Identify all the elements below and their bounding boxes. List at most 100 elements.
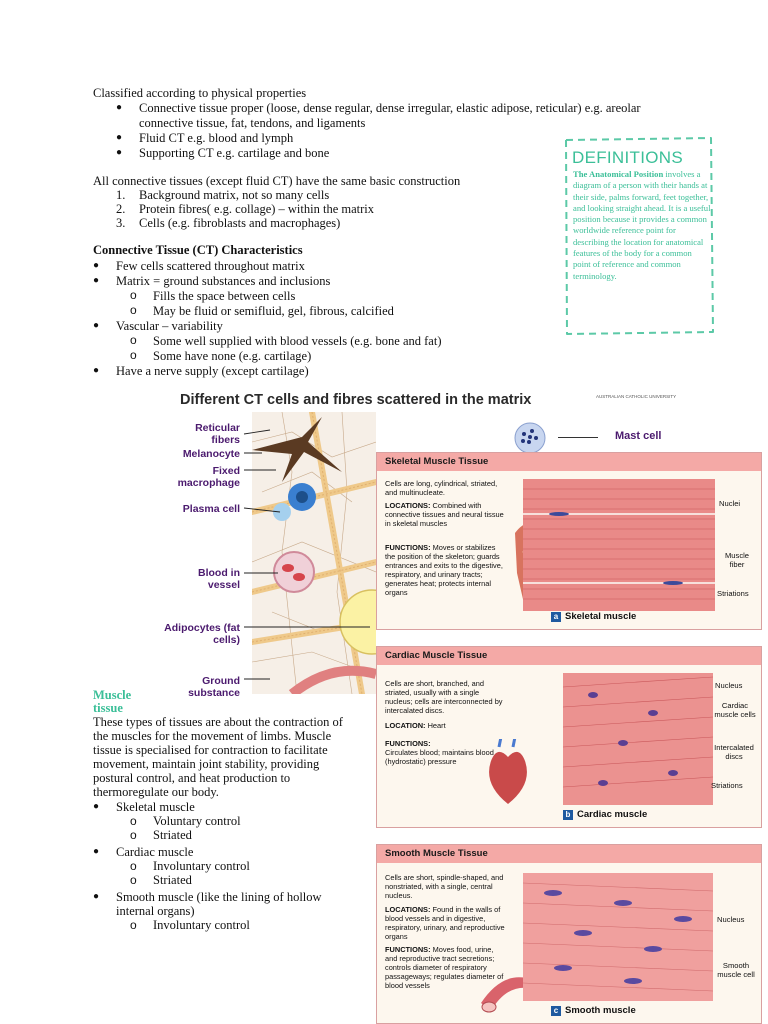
definitions-box: DEFINITIONS The Anatomical Position invo…	[563, 136, 714, 335]
smooth-panel: Smooth Muscle Tissue Cells are short, sp…	[376, 844, 762, 1024]
list-number: 1.	[116, 188, 126, 202]
bullet: ●	[93, 891, 100, 902]
bullet: ●	[93, 320, 100, 331]
muscle-type-sub: Striated	[153, 873, 192, 887]
label-intercalated-discs: Intercalated discs	[714, 743, 754, 761]
definition-text: involves a diagram of a person with thei…	[573, 169, 711, 281]
bullet-text: Supporting CT e.g. cartilage and bone	[139, 146, 330, 160]
characteristic-sub: Some have none (e.g. cartilage)	[153, 349, 312, 363]
muscle-paragraph-line: These types of tissues are about the con…	[93, 715, 343, 729]
muscle-tissue-heading-1: Muscle	[93, 688, 132, 702]
label-striations: Striations	[711, 781, 743, 790]
list-item: Cells (e.g. fibroblasts and macrophages)	[139, 216, 341, 230]
label-muscle-fiber: Muscle fiber	[724, 551, 750, 569]
skeletal-header: Skeletal Muscle Tissue	[377, 453, 761, 471]
list-number: 3.	[116, 216, 126, 230]
muscle-paragraph-line: thermoregulate our body.	[93, 785, 219, 799]
sub-bullet: o	[130, 303, 137, 317]
label-nucleus: Nucleus	[715, 681, 743, 690]
skeletal-location: LOCATIONS: Combined with connective tiss…	[385, 501, 504, 528]
mast-cell	[514, 422, 546, 454]
cardiac-functions: FUNCTIONS:Circulates blood; maintains bl…	[385, 739, 494, 766]
smooth-header: Smooth Muscle Tissue	[377, 845, 761, 863]
smooth-micrograph	[523, 873, 713, 1001]
muscle-type-sub: Involuntary control	[153, 859, 250, 873]
bullet-text: Fluid CT e.g. blood and lymph	[139, 131, 294, 145]
skeletal-functions: FUNCTIONS: Moves or stabilizes the posit…	[385, 543, 503, 597]
characteristic: Have a nerve supply (except cartilage)	[116, 364, 309, 378]
construction-intro: All connective tissues (except fluid CT)…	[93, 174, 461, 188]
muscle-type: Cardiac muscle	[116, 845, 194, 859]
label-melanocyte: Melanocyte	[182, 448, 240, 460]
label-fixed-macrophage: Fixed macrophage	[177, 465, 240, 489]
sub-bullet: o	[130, 288, 137, 302]
label-nuclei: Nuclei	[719, 499, 741, 508]
muscle-tissue-heading-2: tissue	[93, 701, 123, 715]
bullet: ●	[93, 846, 100, 857]
label-blood-in-vessel: Blood in vessel	[198, 567, 240, 591]
sub-bullet: o	[130, 828, 137, 842]
characteristic: Vascular – variability	[116, 319, 223, 333]
bullet: ●	[116, 102, 123, 113]
label-reticular-fibers: Reticular fibers	[195, 422, 240, 446]
label-mast-cell: Mast cell	[615, 430, 662, 442]
ct-illustration	[252, 412, 376, 694]
list-item: Protein fibres( e.g. collage) – within t…	[139, 202, 375, 216]
characteristic: Few cells scattered throughout matrix	[116, 259, 305, 273]
bullet: ●	[93, 801, 100, 812]
skeletal-panel: Skeletal Muscle Tissue Cells are long, c…	[376, 452, 762, 630]
muscle-type-sub: Voluntary control	[153, 814, 241, 828]
bullet: ●	[116, 147, 123, 158]
ct-characteristics-heading: Connective Tissue (CT) Characteristics	[93, 243, 303, 257]
cardiac-header: Cardiac Muscle Tissue	[377, 647, 761, 665]
mast-cell-leader	[558, 437, 598, 438]
label-ground-substance: Ground substance	[188, 675, 240, 699]
cardiac-panel: Cardiac Muscle Tissue Cells are short, b…	[376, 646, 762, 828]
muscle-paragraph-line: the muscles for the movement of limbs. M…	[93, 729, 332, 743]
characteristic-sub: Fills the space between cells	[153, 289, 296, 303]
label-nucleus: Nucleus	[717, 915, 745, 924]
characteristic-sub: May be fluid or semifluid, gel, fibrous,…	[153, 304, 394, 318]
muscle-type: Skeletal muscle	[116, 800, 195, 814]
figure-credit: AUSTRALIAN CATHOLIC UNIVERSITY	[596, 394, 677, 399]
bullet-text: connective tissue, fat, tendons, and lig…	[139, 116, 366, 130]
heart-illustration	[489, 739, 527, 804]
label-plasma-cell: Plasma cell	[182, 503, 240, 515]
vessel-illustration	[481, 977, 529, 1013]
sub-bullet: o	[130, 333, 137, 347]
bullet: ●	[93, 365, 100, 376]
characteristic: Matrix = ground substances and inclusion…	[116, 274, 331, 288]
characteristic-sub: Some well supplied with blood vessels (e…	[153, 334, 442, 348]
definitions-title: DEFINITIONS	[572, 148, 683, 167]
smooth-location: LOCATIONS: Found in the walls of blood v…	[385, 905, 505, 941]
sub-bullet: o	[130, 348, 137, 362]
sub-bullet: o	[130, 814, 137, 828]
list-item: Background matrix, not so many cells	[139, 188, 330, 202]
bullet: ●	[93, 275, 100, 286]
classification-intro: Classified according to physical propert…	[93, 86, 307, 100]
muscle-type-sub: Striated	[153, 828, 192, 842]
skeletal-micrograph	[523, 479, 715, 611]
label-cardiac-muscle-cells: Cardiac muscle cells	[714, 701, 756, 719]
cardiac-location: LOCATION: Heart	[385, 721, 446, 730]
ct-leader-lines	[243, 429, 370, 680]
list-number: 2.	[116, 202, 126, 216]
muscle-paragraph-line: movement, maintain joint stability, prov…	[93, 757, 320, 771]
label-smooth-muscle-cell: Smooth muscle cell	[717, 961, 755, 979]
skeletal-desc: Cells are long, cylindrical, striated, a…	[385, 479, 498, 497]
muscle-type: Smooth muscle (like the lining of hollow	[116, 890, 322, 904]
label-striations: Striations	[717, 589, 749, 598]
bullet: ●	[93, 260, 100, 271]
dashed-border	[565, 137, 714, 335]
label-adipocytes: Adipocytes (fat cells)	[164, 622, 240, 646]
muscle-type: internal organs)	[116, 904, 195, 918]
muscle-paragraph-line: tissue is specialised for contraction to…	[93, 743, 328, 757]
definition-term: The Anatomical Position	[573, 169, 664, 179]
sub-bullet: o	[130, 918, 137, 932]
cardiac-micrograph	[563, 673, 713, 805]
cardiac-desc: Cells are short, branched, and striated,…	[385, 679, 503, 715]
muscle-paragraph-line: postural control, and heat production to	[93, 771, 291, 785]
